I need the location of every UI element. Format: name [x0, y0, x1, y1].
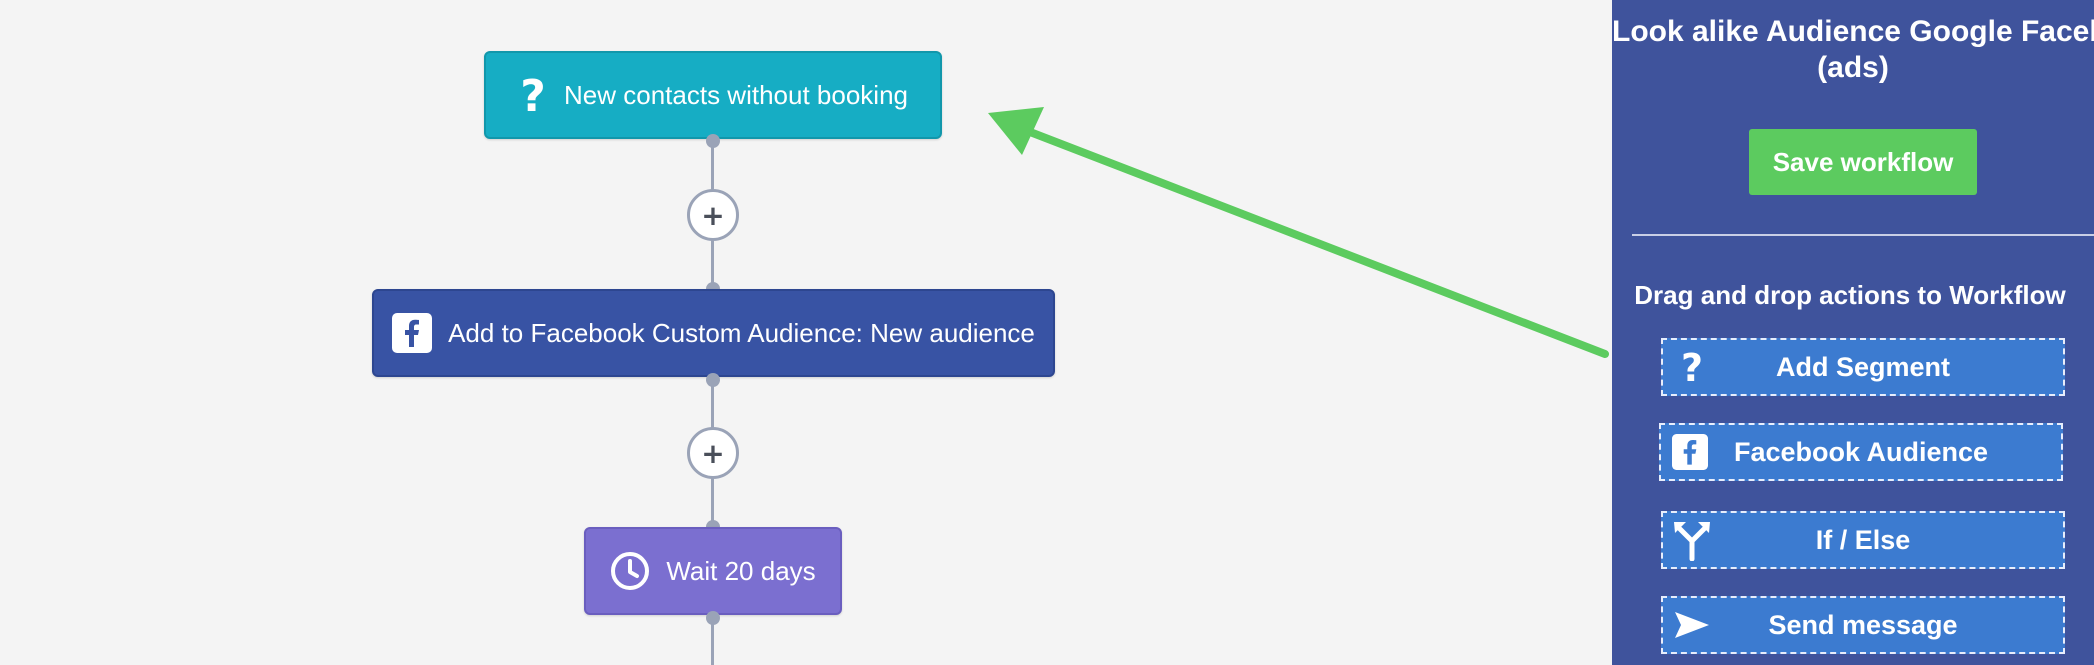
action-if-else[interactable]: If / Else: [1661, 511, 2065, 569]
connector-dot: [706, 611, 720, 625]
panel-divider: [1632, 234, 2094, 236]
segment-node[interactable]: ? New contacts without booking: [484, 51, 942, 139]
action-label: Add Segment: [1775, 351, 1950, 382]
facebook-audience-node[interactable]: Add to Facebook Custom Audience: New aud…: [372, 289, 1055, 377]
svg-text:?: ?: [1681, 347, 1703, 387]
connector-line: [711, 618, 714, 665]
clock-icon: [610, 551, 650, 591]
facebook-icon: [1669, 425, 1711, 479]
workflow-title: Look alike Audience Google Facebook (ads…: [1612, 14, 2094, 86]
action-label: Facebook Audience: [1733, 436, 1989, 467]
question-mark-icon: ?: [518, 73, 548, 117]
workflow-canvas: ? New contacts without booking + Add to …: [372, 51, 1055, 665]
add-step-button[interactable]: +: [687, 189, 739, 241]
svg-text:?: ?: [520, 73, 546, 117]
action-add-segment[interactable]: ? Add Segment: [1661, 338, 2065, 396]
plus-icon: +: [701, 436, 725, 470]
workflow-title-line-1: Look alike Audience Google Facebook: [1612, 15, 2094, 48]
wait-node-label: Wait 20 days: [666, 555, 816, 586]
wait-node[interactable]: Wait 20 days: [584, 527, 842, 615]
workflow-side-panel: Look alike Audience Google Facebook (ads…: [1612, 0, 2094, 665]
action-send-message[interactable]: Send message: [1661, 596, 2065, 654]
add-step-button[interactable]: +: [687, 427, 739, 479]
drag-and-drop-label: Drag and drop actions to Workflow: [1634, 280, 2066, 310]
facebook-node-label: Add to Facebook Custom Audience: New aud…: [448, 317, 1035, 348]
action-label: If / Else: [1815, 524, 1911, 555]
question-mark-icon: ?: [1671, 340, 1713, 394]
action-label: Send message: [1768, 609, 1958, 640]
action-facebook-audience[interactable]: Facebook Audience: [1659, 423, 2063, 481]
split-arrow-icon: [1671, 513, 1713, 567]
facebook-icon: [392, 313, 433, 353]
workflow-title-line-2: (ads): [1817, 51, 1889, 84]
send-icon: [1671, 598, 1713, 652]
save-workflow-button[interactable]: Save workflow: [1749, 129, 1977, 195]
plus-icon: +: [701, 198, 725, 232]
connector-dot: [706, 134, 720, 148]
segment-node-label: New contacts without booking: [564, 79, 908, 110]
connector-dot: [706, 373, 720, 387]
